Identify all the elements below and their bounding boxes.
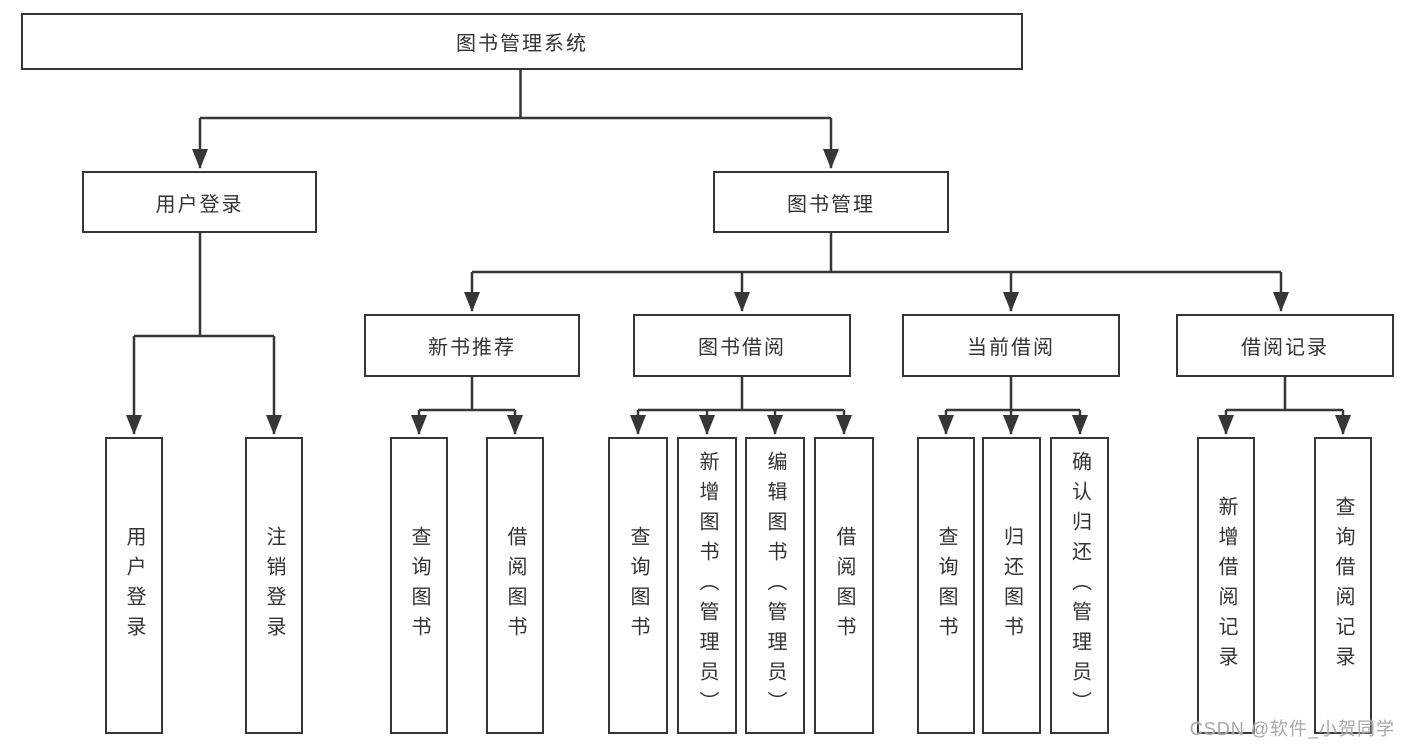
csdn-watermark: CSDN @软件_小贺同学 [1189,719,1395,739]
leaf-user-login: 用户登录 [105,437,163,734]
leaf-return-book: 归还图书 [982,437,1041,734]
leaf-query-borrow-record: 查询借阅记录 [1314,437,1372,734]
leaf-borrow-books: 借阅图书 [814,437,874,734]
leaf-logout: 注销登录 [245,437,303,734]
box-current-borrow: 当前借阅 [902,314,1120,377]
leaf-edit-book-admin: 编辑图书（管理员） [745,437,805,734]
leaf-query-books-recommend: 查询图书 [390,437,448,734]
box-book-borrow: 图书借阅 [633,314,851,377]
box-book-management: 图书管理 [713,171,949,233]
leaf-query-books-borrow: 查询图书 [608,437,668,734]
leaf-confirm-return-admin: 确认归还（管理员） [1050,437,1109,734]
leaf-add-book-admin: 新增图书（管理员） [677,437,737,734]
leaf-borrow-books-recommend: 借阅图书 [486,437,544,734]
leaf-add-borrow-record: 新增借阅记录 [1197,437,1255,734]
box-borrow-records: 借阅记录 [1176,314,1394,377]
leaf-query-books-current: 查询图书 [917,437,975,734]
box-new-book-recommend: 新书推荐 [364,314,580,377]
box-user-login: 用户登录 [82,171,317,233]
box-library-system-root: 图书管理系统 [21,13,1023,70]
